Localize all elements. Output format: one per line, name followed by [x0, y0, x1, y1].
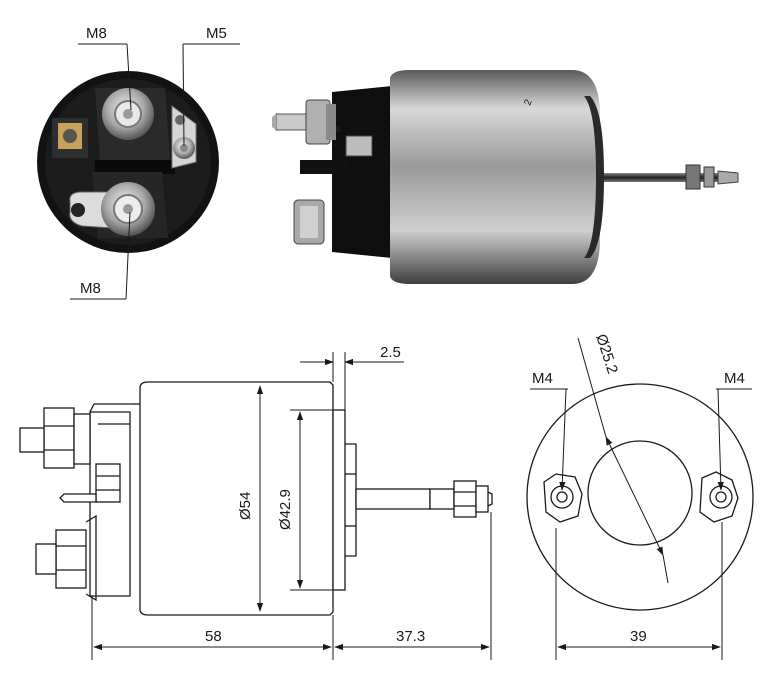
side-housing: 2 — [390, 70, 604, 284]
dim-flange-diameter: Ø42.9 — [277, 409, 345, 591]
dim-hole-diameter-text: Ø25.2 — [592, 332, 621, 376]
drawing-side-view — [19, 381, 493, 616]
dim-mount-spacing-text: 39 — [630, 628, 647, 645]
top-m8-terminal — [102, 88, 154, 140]
photo-end-view — [37, 71, 219, 253]
label-top-m8-text: M8 — [86, 25, 107, 42]
dim-plunger-length-text: 37.3 — [396, 628, 425, 645]
dim-flange-diameter-text: Ø42.9 — [277, 489, 294, 530]
dim-body-diameter: Ø54 — [237, 385, 264, 612]
dim-mount-spacing: 39 — [555, 522, 723, 660]
label-top-m8: M8 — [78, 25, 132, 111]
dim-body-length: 58 — [91, 596, 334, 660]
label-m5: M5 — [182, 25, 240, 147]
dim-flange-gap: 2.5 — [300, 344, 404, 410]
label-mount-left: M4 — [530, 370, 568, 491]
label-bottom-m8: M8 — [70, 211, 131, 300]
photo-side-view: 2 — [272, 70, 739, 284]
right-mount-ear — [699, 471, 739, 523]
dim-body-length-text: 58 — [205, 628, 222, 645]
dim-plunger-length: 37.3 — [334, 512, 492, 660]
side-upper-bolt — [272, 99, 336, 145]
side-lower-bolt — [293, 199, 325, 245]
label-mount-right-text: M4 — [724, 370, 745, 387]
bottom-m8-terminal — [69, 182, 155, 236]
label-m5-text: M5 — [206, 25, 227, 42]
label-mount-left-text: M4 — [532, 370, 553, 387]
dim-flange-gap-text: 2.5 — [380, 344, 401, 361]
left-mount-ear — [543, 473, 583, 523]
label-bottom-m8-text: M8 — [80, 280, 101, 297]
dim-body-diameter-text: Ø54 — [237, 492, 254, 520]
svg-text:2: 2 — [522, 98, 534, 107]
label-mount-right: M4 — [716, 370, 752, 491]
